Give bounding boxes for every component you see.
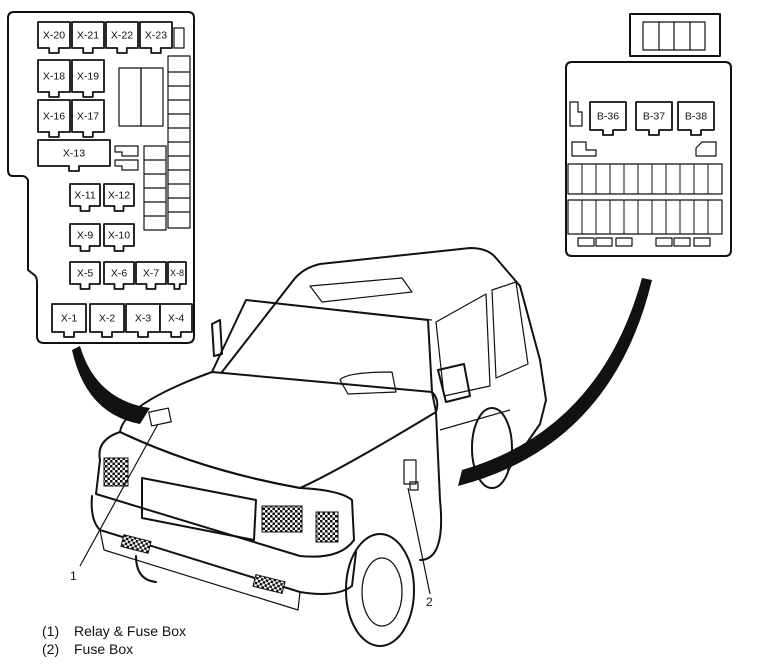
relay-label: X-16	[43, 111, 65, 123]
relay-label: X-18	[43, 71, 65, 83]
legend-number: (1)	[42, 623, 60, 639]
relay-x-6: X-6	[103, 261, 135, 290]
relay-label: X-13	[63, 148, 85, 160]
relay-x-18: X-18	[37, 59, 71, 98]
relay-outline	[71, 21, 105, 54]
relay-label: X-19	[77, 71, 99, 83]
relay-label: X-11	[74, 190, 96, 202]
legend-number: (2)	[42, 641, 60, 657]
relay-label: X-1	[61, 313, 78, 325]
relay-outline	[103, 223, 135, 252]
relay-x-22: X-22	[105, 21, 139, 54]
relay-outline	[71, 59, 105, 98]
relay-label: X-17	[77, 111, 99, 123]
relay-label: X-4	[168, 313, 185, 325]
relay-x-9: X-9	[69, 223, 101, 252]
relay-x-4: X-4	[159, 303, 193, 338]
fuse-column-right	[167, 55, 191, 229]
relay-outline	[37, 21, 71, 54]
relay-label: X-21	[77, 30, 99, 42]
relay-outline	[139, 21, 173, 54]
relay-outline	[105, 21, 139, 54]
fuse-column-middle	[143, 145, 167, 231]
relay-x-1: X-1	[51, 303, 87, 338]
relay-fuse-box-panel	[7, 11, 195, 344]
relay-b-37: B-37	[635, 101, 673, 136]
legend: (1) Relay & Fuse Box (2) Fuse Box	[42, 622, 186, 658]
relay-label: B-38	[685, 111, 707, 123]
relay-outline	[69, 223, 101, 252]
relay-label: X-20	[43, 30, 65, 42]
relay-x-16: X-16	[37, 99, 71, 138]
relay-label: X-23	[145, 30, 167, 42]
relay-x-17: X-17	[71, 99, 105, 138]
relay-outline	[71, 99, 105, 138]
relay-label: X-9	[77, 230, 94, 242]
relay-x-21: X-21	[71, 21, 105, 54]
fuse-box-panel	[565, 13, 732, 257]
relay-label: X-3	[135, 313, 152, 325]
relay-label: X-8	[170, 268, 184, 278]
relay-label: X-22	[111, 30, 133, 42]
pointer-arrow-2	[458, 278, 652, 486]
callout-1: 1	[70, 569, 77, 583]
relay-label: B-37	[643, 111, 665, 123]
relay-outline	[37, 99, 71, 138]
relay-outline	[51, 303, 87, 338]
relay-x-12: X-12	[103, 183, 135, 212]
relay-label: X-5	[77, 268, 94, 280]
relay-x-13: X-13	[37, 139, 111, 172]
relay-outline	[37, 139, 111, 172]
relay-b-36: B-36	[589, 101, 627, 136]
legend-item-relay-fuse-box: (1) Relay & Fuse Box	[42, 622, 186, 640]
relay-outline	[69, 183, 101, 212]
relay-outline	[635, 101, 673, 136]
relay-outline	[677, 101, 715, 136]
relay-x-7: X-7	[135, 261, 167, 290]
relay-b-38: B-38	[677, 101, 715, 136]
fuse-box-fuses	[581, 164, 709, 234]
relay-label: X-10	[108, 230, 130, 242]
fuse-box-relays: B-36 B-37 B-38	[589, 101, 715, 136]
legend-label: Fuse Box	[74, 641, 134, 657]
vehicle-illustration	[90, 247, 547, 647]
relay-outline	[159, 303, 193, 338]
pointer-arrow-1	[72, 346, 150, 424]
relay-outline	[135, 261, 167, 290]
relay-x-11: X-11	[69, 183, 101, 212]
relay-outline	[37, 59, 71, 98]
legend-item-fuse-box: (2) Fuse Box	[42, 640, 186, 658]
relay-label: B-36	[597, 111, 619, 123]
relay-outline	[69, 261, 101, 290]
relay-label: X-12	[108, 190, 130, 202]
relay-x-20: X-20	[37, 21, 71, 54]
relay-outline	[103, 183, 135, 212]
relay-x-19: X-19	[71, 59, 105, 98]
relay-x-2: X-2	[89, 303, 125, 338]
relay-x-3: X-3	[125, 303, 161, 338]
relay-x-23: X-23	[139, 21, 173, 54]
relay-x-8: X-8	[167, 261, 187, 290]
callout-2: 2	[426, 595, 433, 609]
relay-outline	[89, 303, 125, 338]
relay-label: X-6	[111, 268, 128, 280]
relay-x-10: X-10	[103, 223, 135, 252]
relay-outline	[103, 261, 135, 290]
relay-label: X-2	[99, 313, 116, 325]
relay-outline	[589, 101, 627, 136]
legend-label: Relay & Fuse Box	[74, 623, 187, 639]
relay-label: X-7	[143, 268, 160, 280]
relay-fuse-box-relays: X-20 X-21 X-22 X-23X-18 X-19X-16 X-17X-13X-11…	[37, 21, 193, 338]
relay-x-5: X-5	[69, 261, 101, 290]
relay-outline	[167, 261, 187, 290]
